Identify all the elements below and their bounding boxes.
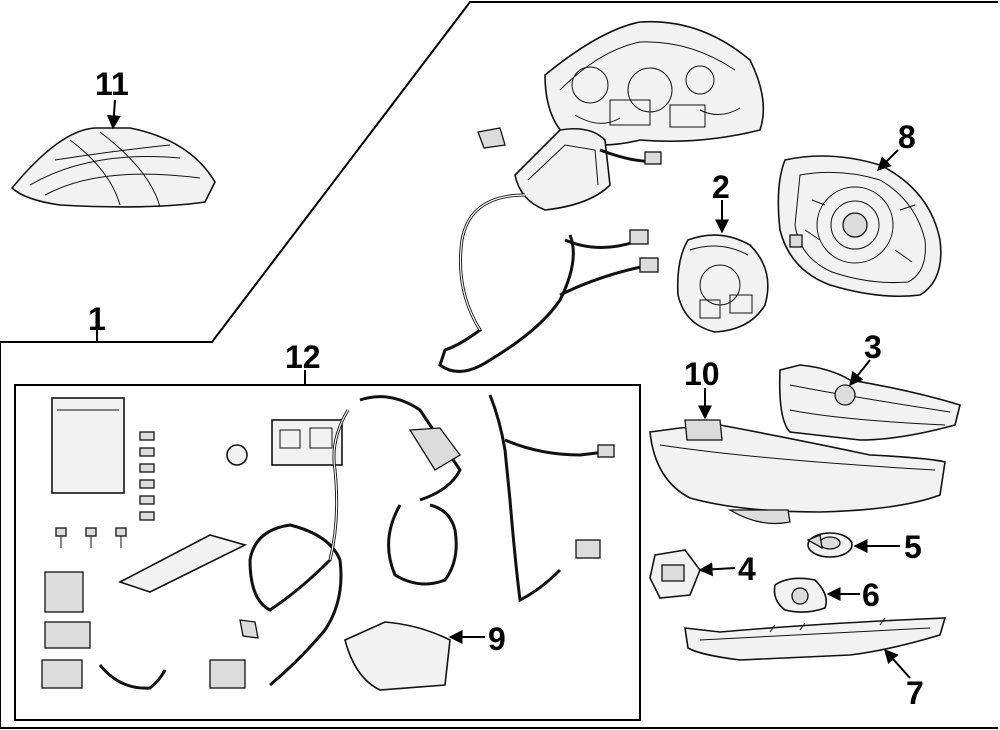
kit-box-outline xyxy=(14,384,641,721)
part-4-connector xyxy=(649,549,701,599)
callout-10: 10 xyxy=(684,356,720,392)
callout-1: 1 xyxy=(88,301,106,337)
part-8-mirror-glass xyxy=(777,155,942,298)
part-11-mirror-cover xyxy=(10,127,216,208)
part-5-puddle-lamp xyxy=(806,532,853,558)
callout-12: 12 xyxy=(285,339,321,375)
part-3-turn-signal-lamp xyxy=(778,364,961,441)
callout-3: 3 xyxy=(864,329,882,365)
callout-8: 8 xyxy=(898,119,916,155)
kit-contents xyxy=(41,394,615,691)
part-7-side-marker-strip xyxy=(684,617,947,661)
leader-lines xyxy=(96,99,911,679)
part-2-mirror-motor xyxy=(676,234,769,333)
callout-6: 6 xyxy=(862,577,880,613)
part-10-lower-cover xyxy=(649,419,946,525)
callout-5: 5 xyxy=(904,529,922,565)
callout-7: 7 xyxy=(906,675,924,711)
callout-9: 9 xyxy=(488,621,506,657)
callout-2: 2 xyxy=(712,169,730,205)
part-6-lamp xyxy=(773,577,828,613)
callout-4: 4 xyxy=(738,551,756,587)
callout-11: 11 xyxy=(95,66,129,102)
mirror-housing-assembly xyxy=(438,20,765,373)
